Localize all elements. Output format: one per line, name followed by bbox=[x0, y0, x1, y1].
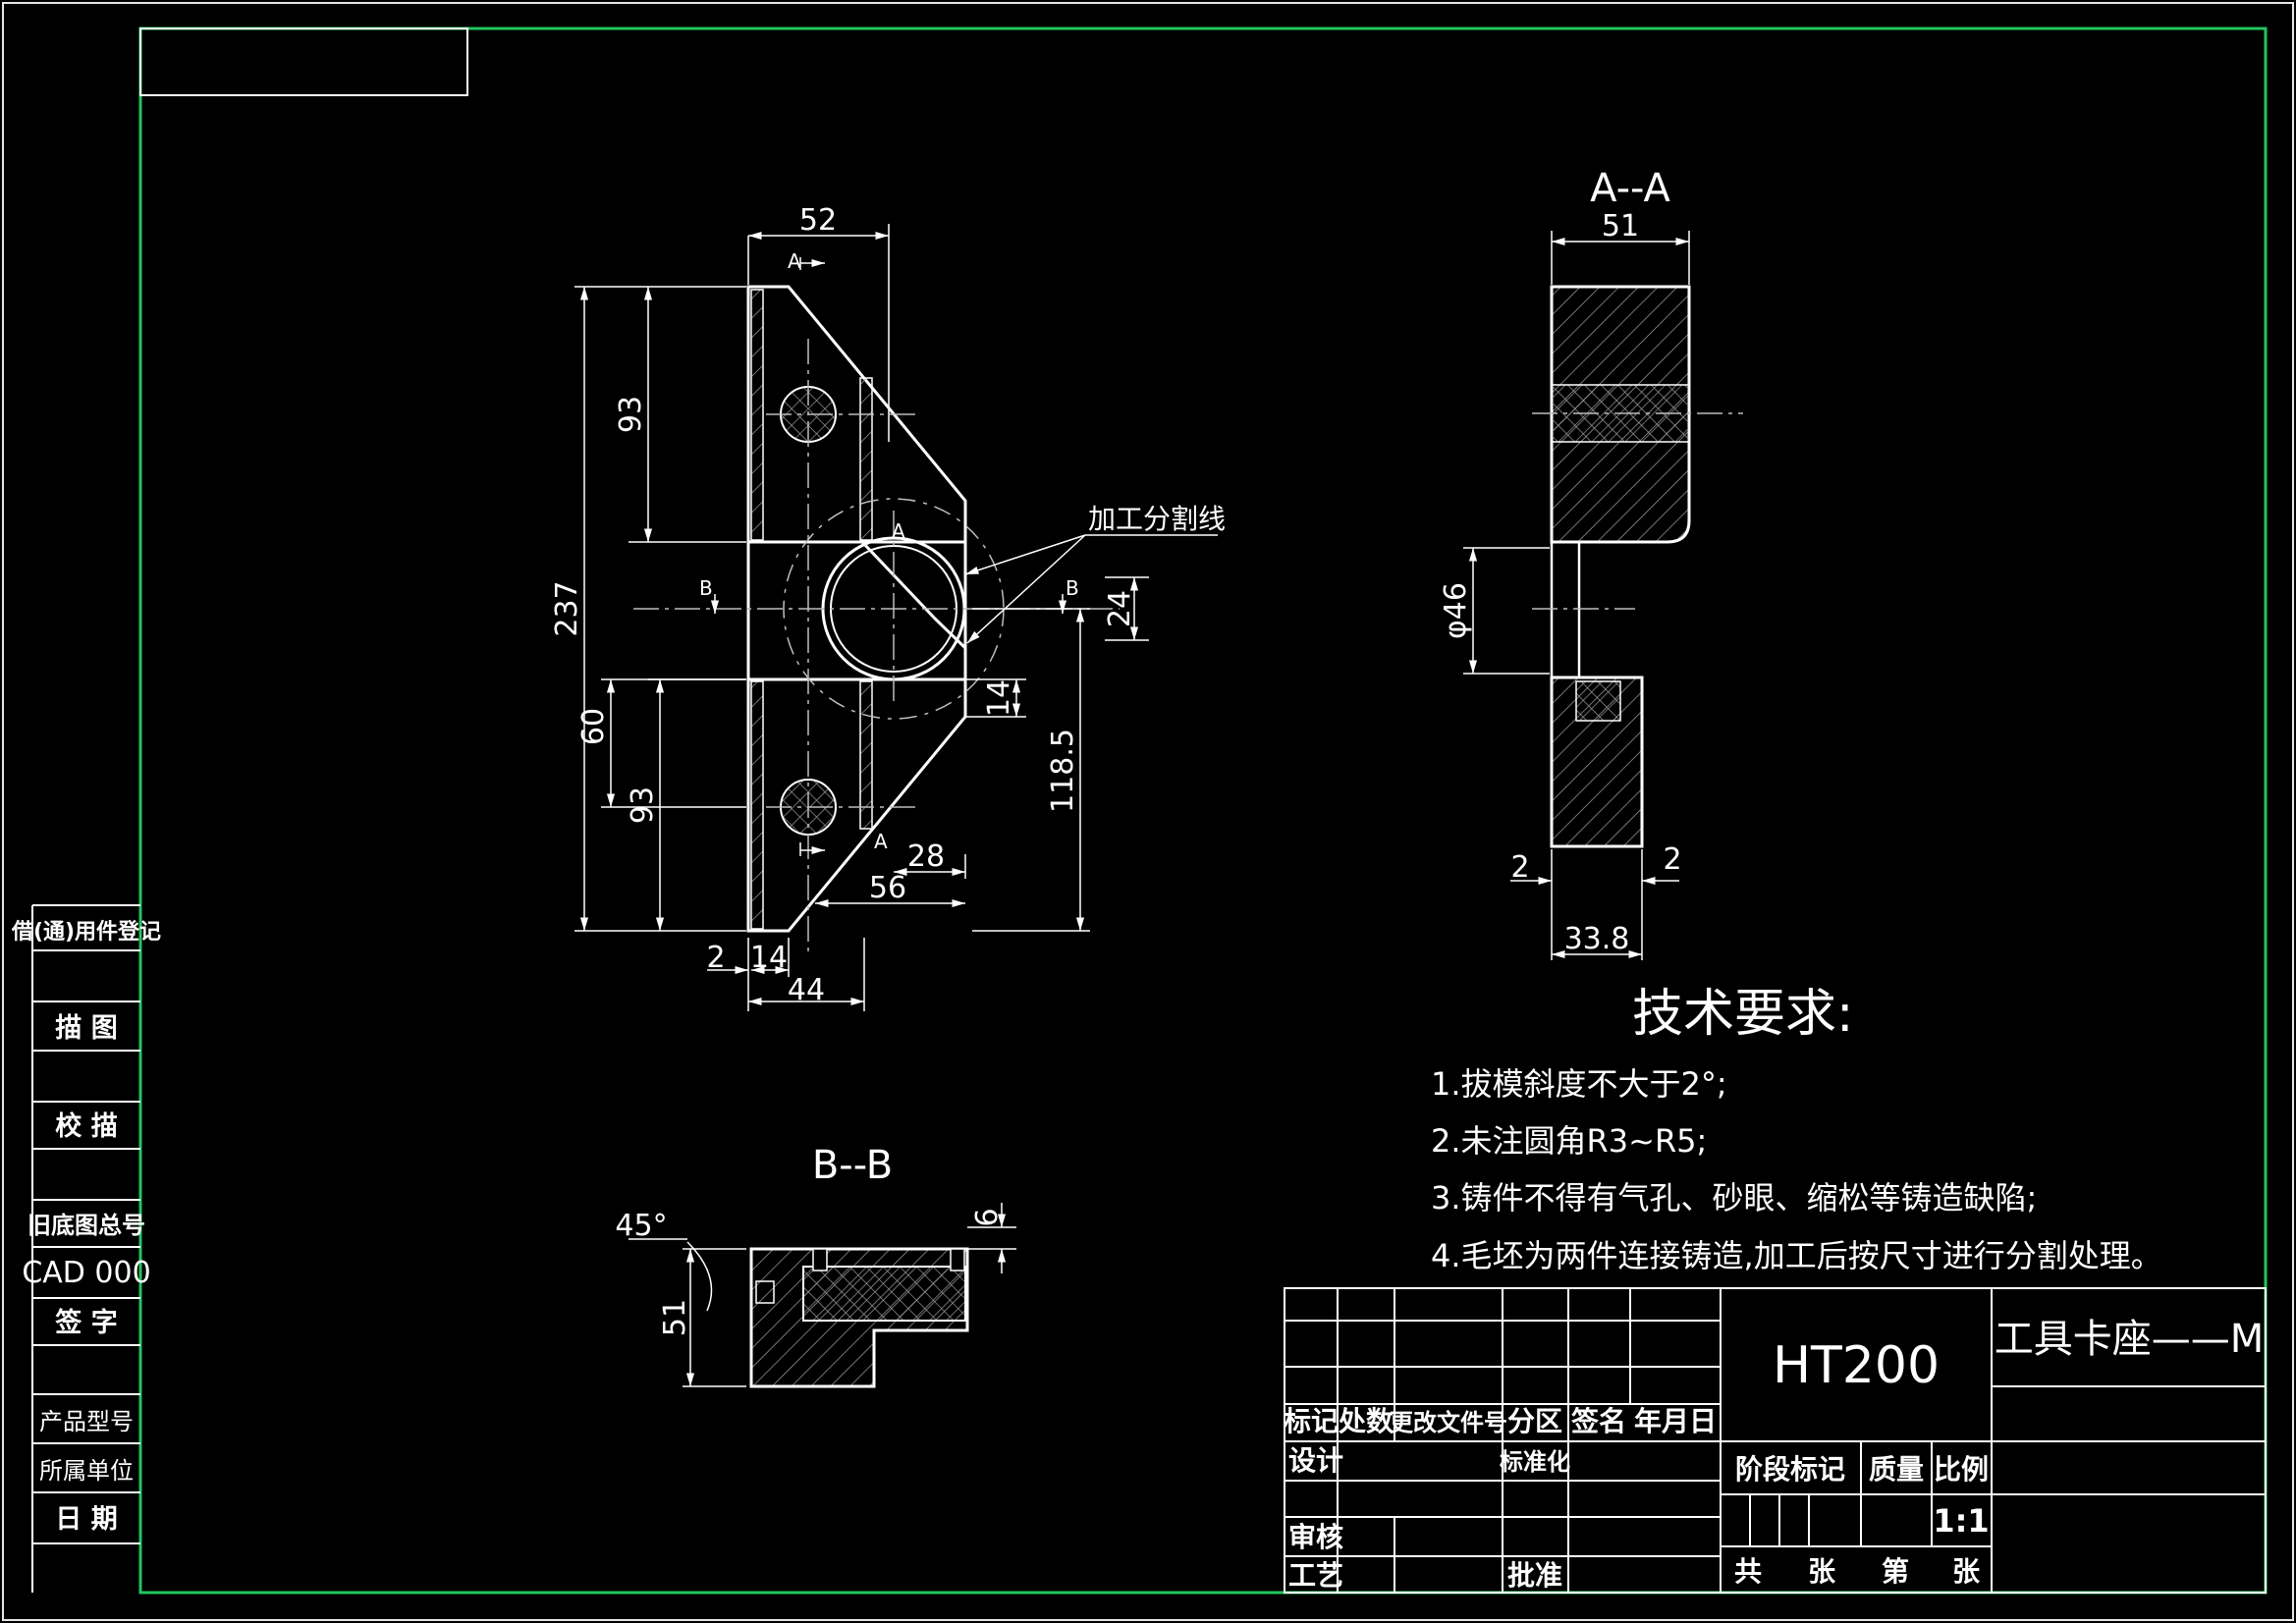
dim-93-upper: 93 bbox=[614, 396, 648, 433]
design-label: 设计 bbox=[1288, 1444, 1343, 1477]
main-strip-upper-left bbox=[750, 289, 764, 541]
sheets-label-a: 张 bbox=[1808, 1555, 1835, 1588]
side-product-model: 产品型号 bbox=[39, 1408, 134, 1435]
dim-52: 52 bbox=[799, 203, 837, 238]
section-aa-centers bbox=[1532, 412, 1743, 610]
section-aa-title: A--A bbox=[1590, 166, 1670, 211]
main-view: 52 93 237 24 14 118.5 60 93 28 56 2 14 4… bbox=[550, 203, 1226, 1011]
drawing-number-box bbox=[139, 27, 468, 96]
main-dimension-texts: 52 93 237 24 14 118.5 60 93 28 56 2 14 4… bbox=[550, 203, 1226, 1007]
dim-14-right: 14 bbox=[982, 679, 1016, 717]
bb-dim-45-deg: 45° bbox=[615, 1209, 667, 1243]
section-bb-title: B--B bbox=[812, 1143, 893, 1188]
dim-237: 237 bbox=[550, 580, 584, 636]
side-reuse-register: 借(通)用件登记 bbox=[11, 920, 161, 945]
leader-split-line-label: 加工分割线 bbox=[1088, 503, 1226, 535]
main-center-lines bbox=[633, 339, 1120, 957]
sheets-label-b: 张 bbox=[1952, 1555, 1980, 1588]
inner-border bbox=[138, 27, 2268, 1595]
main-lower-body bbox=[746, 677, 967, 933]
standardization-label: 标准化 bbox=[1500, 1448, 1570, 1476]
note-4: 4.毛坯为两件连接铸造,加工后按尺寸进行分割处理。 bbox=[1431, 1237, 2162, 1274]
side-tracing: 描 图 bbox=[55, 1013, 117, 1044]
scale-value: 1:1 bbox=[1933, 1502, 1989, 1540]
weight-label: 质量 bbox=[1869, 1453, 1924, 1486]
side-checking: 校 描 bbox=[55, 1110, 117, 1142]
main-dimension-lines bbox=[574, 224, 1218, 1011]
section-bb-slot-left bbox=[812, 1248, 828, 1271]
rev-header-doc: 更改文件号 bbox=[1390, 1409, 1507, 1436]
aa-dim-phi46: φ46 bbox=[1439, 582, 1473, 639]
technical-notes: 技术要求: 1.拔模斜度不大于2°; 2.未注圆角R3~R5; 3.铸件不得有气… bbox=[1431, 985, 2162, 1274]
main-upper-body bbox=[746, 285, 967, 652]
aa-dim-2-left: 2 bbox=[1510, 850, 1529, 885]
title-block-text: HT200 工具卡座——M 标记 处数 更改文件号 分区 签名 年月日 设计 标… bbox=[1284, 1317, 2264, 1592]
section-bb-bore bbox=[802, 1266, 966, 1322]
main-strip-lower-left bbox=[750, 680, 764, 930]
section-mark-b-left: B bbox=[699, 576, 713, 600]
dim-44: 44 bbox=[788, 973, 825, 1007]
dim-14-bottom: 14 bbox=[750, 941, 788, 975]
section-mark-a-bottom: A bbox=[874, 830, 888, 853]
rev-header-sign: 签名 bbox=[1571, 1405, 1626, 1437]
part-name: 工具卡座——M bbox=[1995, 1317, 2265, 1362]
approve-label: 批准 bbox=[1507, 1559, 1562, 1592]
material-label: HT200 bbox=[1773, 1336, 1940, 1395]
side-signature: 签 字 bbox=[55, 1307, 117, 1338]
note-2: 2.未注圆角R3~R5; bbox=[1431, 1122, 1707, 1160]
section-bb: B--B 45° 6 51 bbox=[615, 1143, 1016, 1388]
section-mark-b-right: B bbox=[1066, 576, 1079, 600]
aa-dim-33-8: 33.8 bbox=[1564, 922, 1630, 956]
process-label: 工艺 bbox=[1288, 1559, 1343, 1592]
aa-dim-2-right: 2 bbox=[1663, 842, 1681, 877]
side-cad-number: CAD 000 bbox=[22, 1256, 150, 1290]
section-bb-notch bbox=[755, 1280, 775, 1304]
title-block bbox=[1284, 1287, 2267, 1594]
rev-header-count: 处数 bbox=[1338, 1405, 1394, 1437]
side-old-drawing-no: 旧底图总号 bbox=[27, 1212, 145, 1239]
section-mark-a-circle: A bbox=[892, 519, 905, 543]
side-column bbox=[31, 904, 140, 1593]
dim-24: 24 bbox=[1103, 590, 1137, 627]
side-column-labels: 借(通)用件登记 描 图 校 描 旧底图总号 CAD 000 签 字 产品型号 … bbox=[11, 920, 161, 1535]
total-label: 共 bbox=[1734, 1555, 1762, 1588]
dim-2-main: 2 bbox=[706, 941, 725, 975]
section-mark-a-top: A bbox=[788, 249, 801, 273]
side-date: 日 期 bbox=[55, 1504, 117, 1535]
notes-title: 技术要求: bbox=[1632, 985, 1854, 1044]
aa-dim-51: 51 bbox=[1602, 209, 1639, 243]
sheet-no-label: 第 bbox=[1882, 1555, 1909, 1588]
stage-mark-label: 阶段标记 bbox=[1735, 1453, 1845, 1486]
note-1: 1.拔模斜度不大于2°; bbox=[1431, 1065, 1727, 1103]
note-3: 3.铸件不得有气孔、砂眼、缩松等铸造缺陷; bbox=[1431, 1179, 2037, 1217]
bb-dim-51: 51 bbox=[658, 1299, 692, 1336]
bb-dim-6: 6 bbox=[970, 1208, 1005, 1226]
side-owning-unit: 所属单位 bbox=[39, 1457, 134, 1485]
section-aa: A--A 51 φ46 2 2 33.8 bbox=[1439, 166, 1743, 960]
dim-28: 28 bbox=[907, 839, 945, 874]
rev-header-mark: 标记 bbox=[1284, 1405, 1339, 1437]
dim-56: 56 bbox=[869, 871, 906, 905]
rev-header-date: 年月日 bbox=[1634, 1405, 1717, 1437]
section-aa-dim-lines bbox=[1463, 231, 1690, 960]
main-strip-upper-right bbox=[859, 377, 873, 541]
dim-118-5: 118.5 bbox=[1046, 729, 1080, 813]
section-bb-slot-right bbox=[950, 1248, 965, 1271]
scale-label: 比例 bbox=[1934, 1453, 1989, 1486]
section-bb-dim-lines bbox=[629, 1203, 1016, 1387]
rev-header-zone: 分区 bbox=[1507, 1405, 1562, 1437]
dim-60: 60 bbox=[576, 708, 611, 745]
main-strip-lower-right bbox=[859, 680, 873, 830]
section-aa-neck bbox=[1550, 540, 1581, 679]
review-label: 审核 bbox=[1288, 1521, 1343, 1553]
section-aa-lower-pocket bbox=[1575, 680, 1621, 722]
dim-93-lower: 93 bbox=[626, 786, 660, 824]
